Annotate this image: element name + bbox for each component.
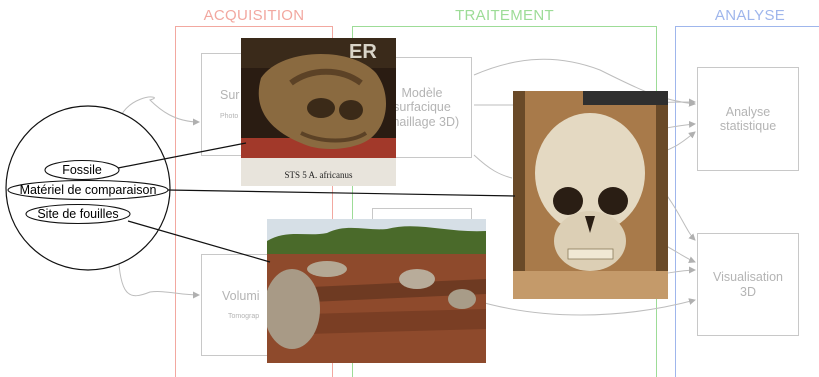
skull-image: [513, 91, 668, 299]
legend-site: Site de fouilles: [26, 205, 130, 223]
legend-fossile: Fossile: [45, 161, 119, 179]
connector-bottom-arc: [474, 300, 695, 315]
legend-comparaison: Matériel de comparaison: [8, 181, 168, 199]
connector-g: [474, 155, 512, 178]
skull-photo: [513, 91, 668, 299]
connector-left-top: [115, 97, 199, 140]
fossil-image: ER: [241, 38, 396, 186]
fossil-photo: ER STS 5 A. africanus: [241, 38, 396, 186]
site-image: [267, 219, 486, 363]
connector-left-bottom: [118, 240, 199, 296]
site-photo: [267, 219, 486, 363]
fossil-caption: STS 5 A. africanus: [241, 170, 396, 180]
